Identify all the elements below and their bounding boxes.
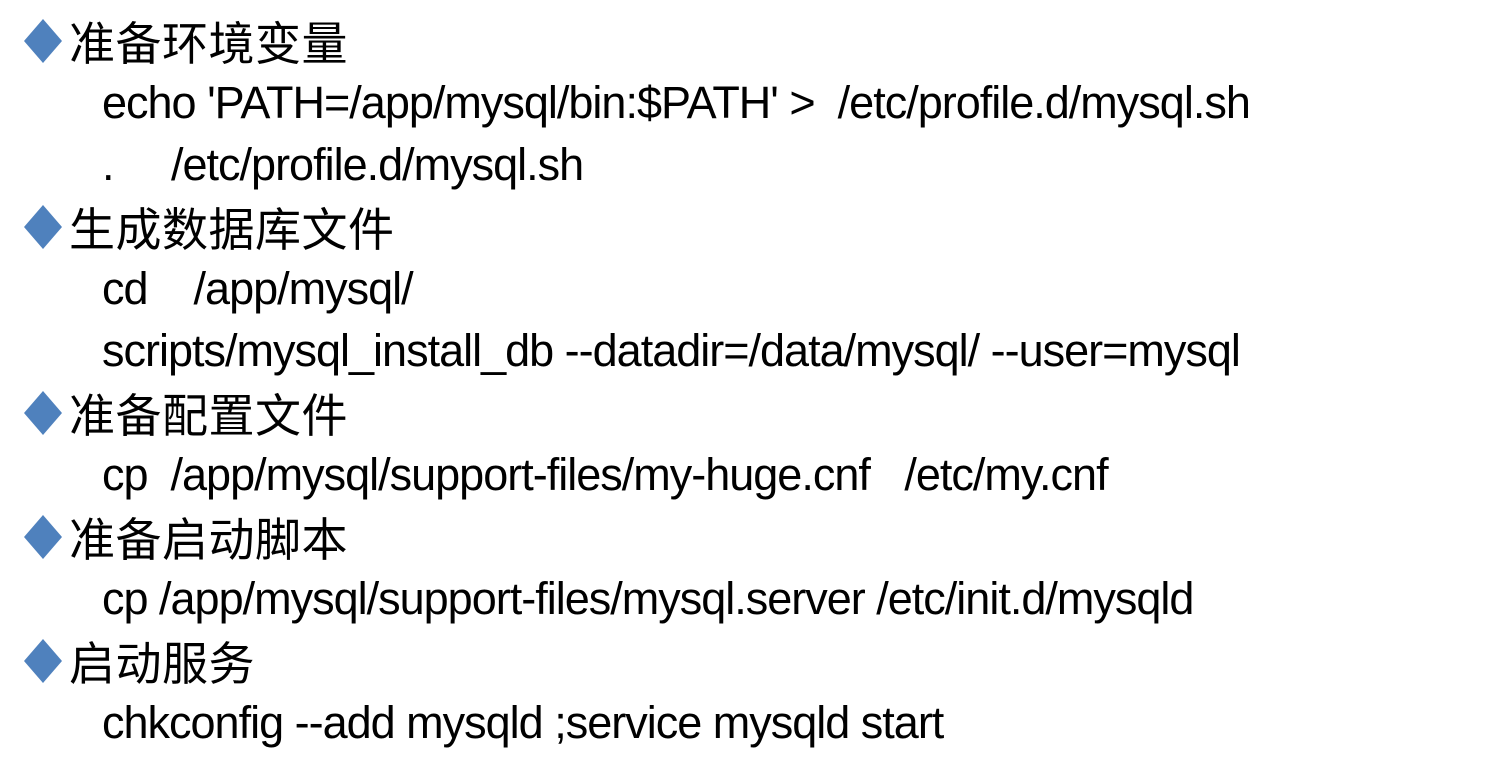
diamond-bullet-icon (24, 391, 62, 435)
command-line: echo 'PATH=/app/mysql/bin:$PATH' > /etc/… (102, 77, 1251, 128)
diamond-bullet-icon (24, 19, 62, 63)
section-title: 生成数据库文件 (69, 204, 395, 256)
command-line: . /etc/profile.d/mysql.sh (102, 139, 584, 190)
section-title: 准备环境变量 (69, 18, 348, 70)
section-heading-generate-db: 生成数据库文件 (0, 196, 1485, 258)
section-heading-start-service: 启动服务 (0, 630, 1485, 692)
section-heading-config-file: 准备配置文件 (0, 382, 1485, 444)
section-heading-startup-script: 准备启动脚本 (0, 506, 1485, 568)
section-title: 启动服务 (69, 638, 255, 690)
diamond-bullet-icon (24, 515, 62, 559)
command-line: cp /app/mysql/support-files/mysql.server… (102, 573, 1194, 624)
diamond-bullet-icon (24, 639, 62, 683)
command-line: chkconfig --add mysqld ;service mysqld s… (102, 697, 944, 748)
section-heading-env-vars: 准备环境变量 (0, 10, 1485, 72)
command-line: scripts/mysql_install_db --datadir=/data… (102, 325, 1241, 376)
command-line: cd /app/mysql/ (102, 263, 414, 314)
diamond-bullet-icon (24, 205, 62, 249)
command-line: cp /app/mysql/support-files/my-huge.cnf … (102, 449, 1109, 500)
section-title: 准备配置文件 (69, 390, 348, 442)
section-title: 准备启动脚本 (69, 514, 348, 566)
